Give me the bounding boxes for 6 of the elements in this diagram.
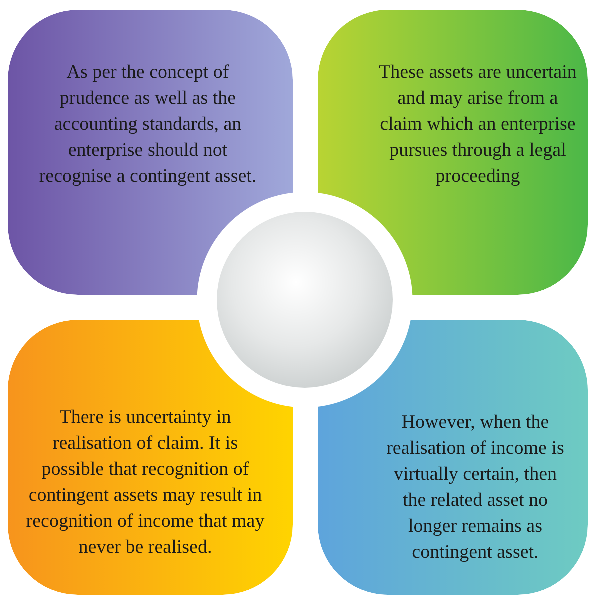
- petal-shape: [318, 320, 588, 595]
- petal-text: However, when the realisation of income is virtually certain, then the related asset no longer remains as contingent asset.: [386, 410, 566, 564]
- petal-text: There is uncertainty in realisation of claim. It is possible that recognition of contingent assets may result in recognition of income that may never be realised.: [26, 406, 266, 560]
- petal-text: These assets are uncertain and may arise from a claim which an enterprise pursues through a legal proceeding: [378, 61, 578, 189]
- petal-shape: [8, 320, 293, 595]
- petal-text: As per the concept of prudence as well as the accounting standards, an enterprise should not recognise a contingent asset.: [38, 61, 258, 189]
